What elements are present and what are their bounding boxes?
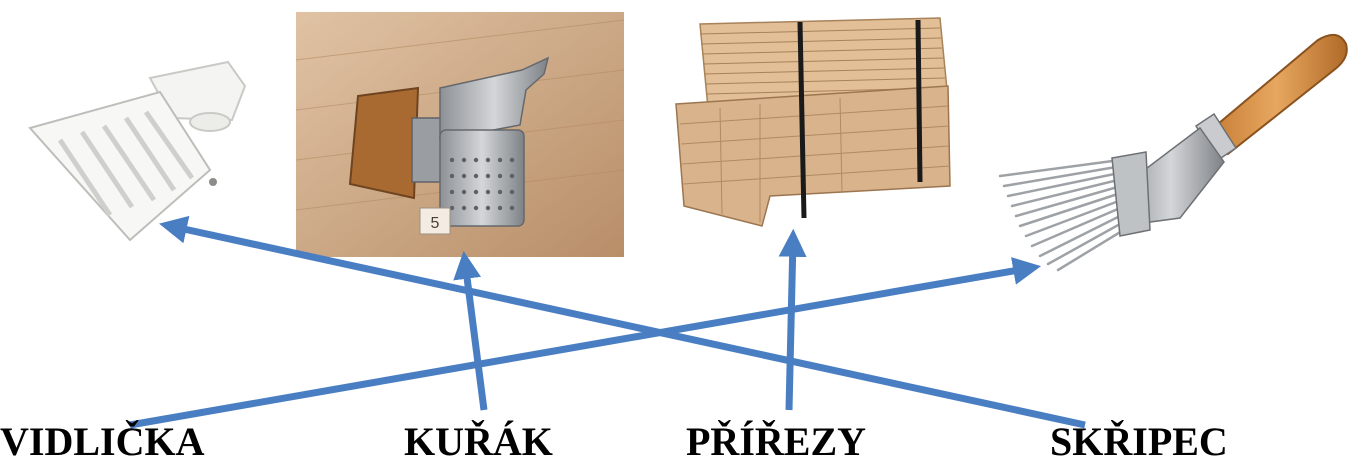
arrow-prirezy-to-blanks (778, 228, 807, 411)
frame-blanks-icon (675, 17, 951, 227)
smoker-number-tag-text: 5 (431, 215, 440, 232)
uncapping-fork-icon (998, 33, 1348, 272)
bee-smoker-icon (348, 56, 550, 227)
arrow-vidlicka-to-fork (129, 257, 1042, 429)
connection-arrows (129, 215, 1086, 429)
queen-clip-icon (28, 60, 247, 242)
label-vidlicka: VIDLIČKA (0, 419, 205, 464)
bee-smoker-picture: 5 (295, 12, 625, 257)
frame-blanks-picture (675, 17, 951, 227)
label-prirezy: PŘÍŘEZY (686, 419, 867, 464)
label-kurak: KUŘÁK (404, 419, 553, 464)
smoker-number-tag (419, 207, 451, 235)
queen-clip-picture (28, 60, 247, 242)
arrow-skripec-to-clip (159, 215, 1086, 429)
arrow-kurak-to-smoker (453, 250, 488, 411)
label-skripec: SKŘIPEC (1050, 419, 1228, 464)
uncapping-fork-picture (998, 33, 1348, 272)
